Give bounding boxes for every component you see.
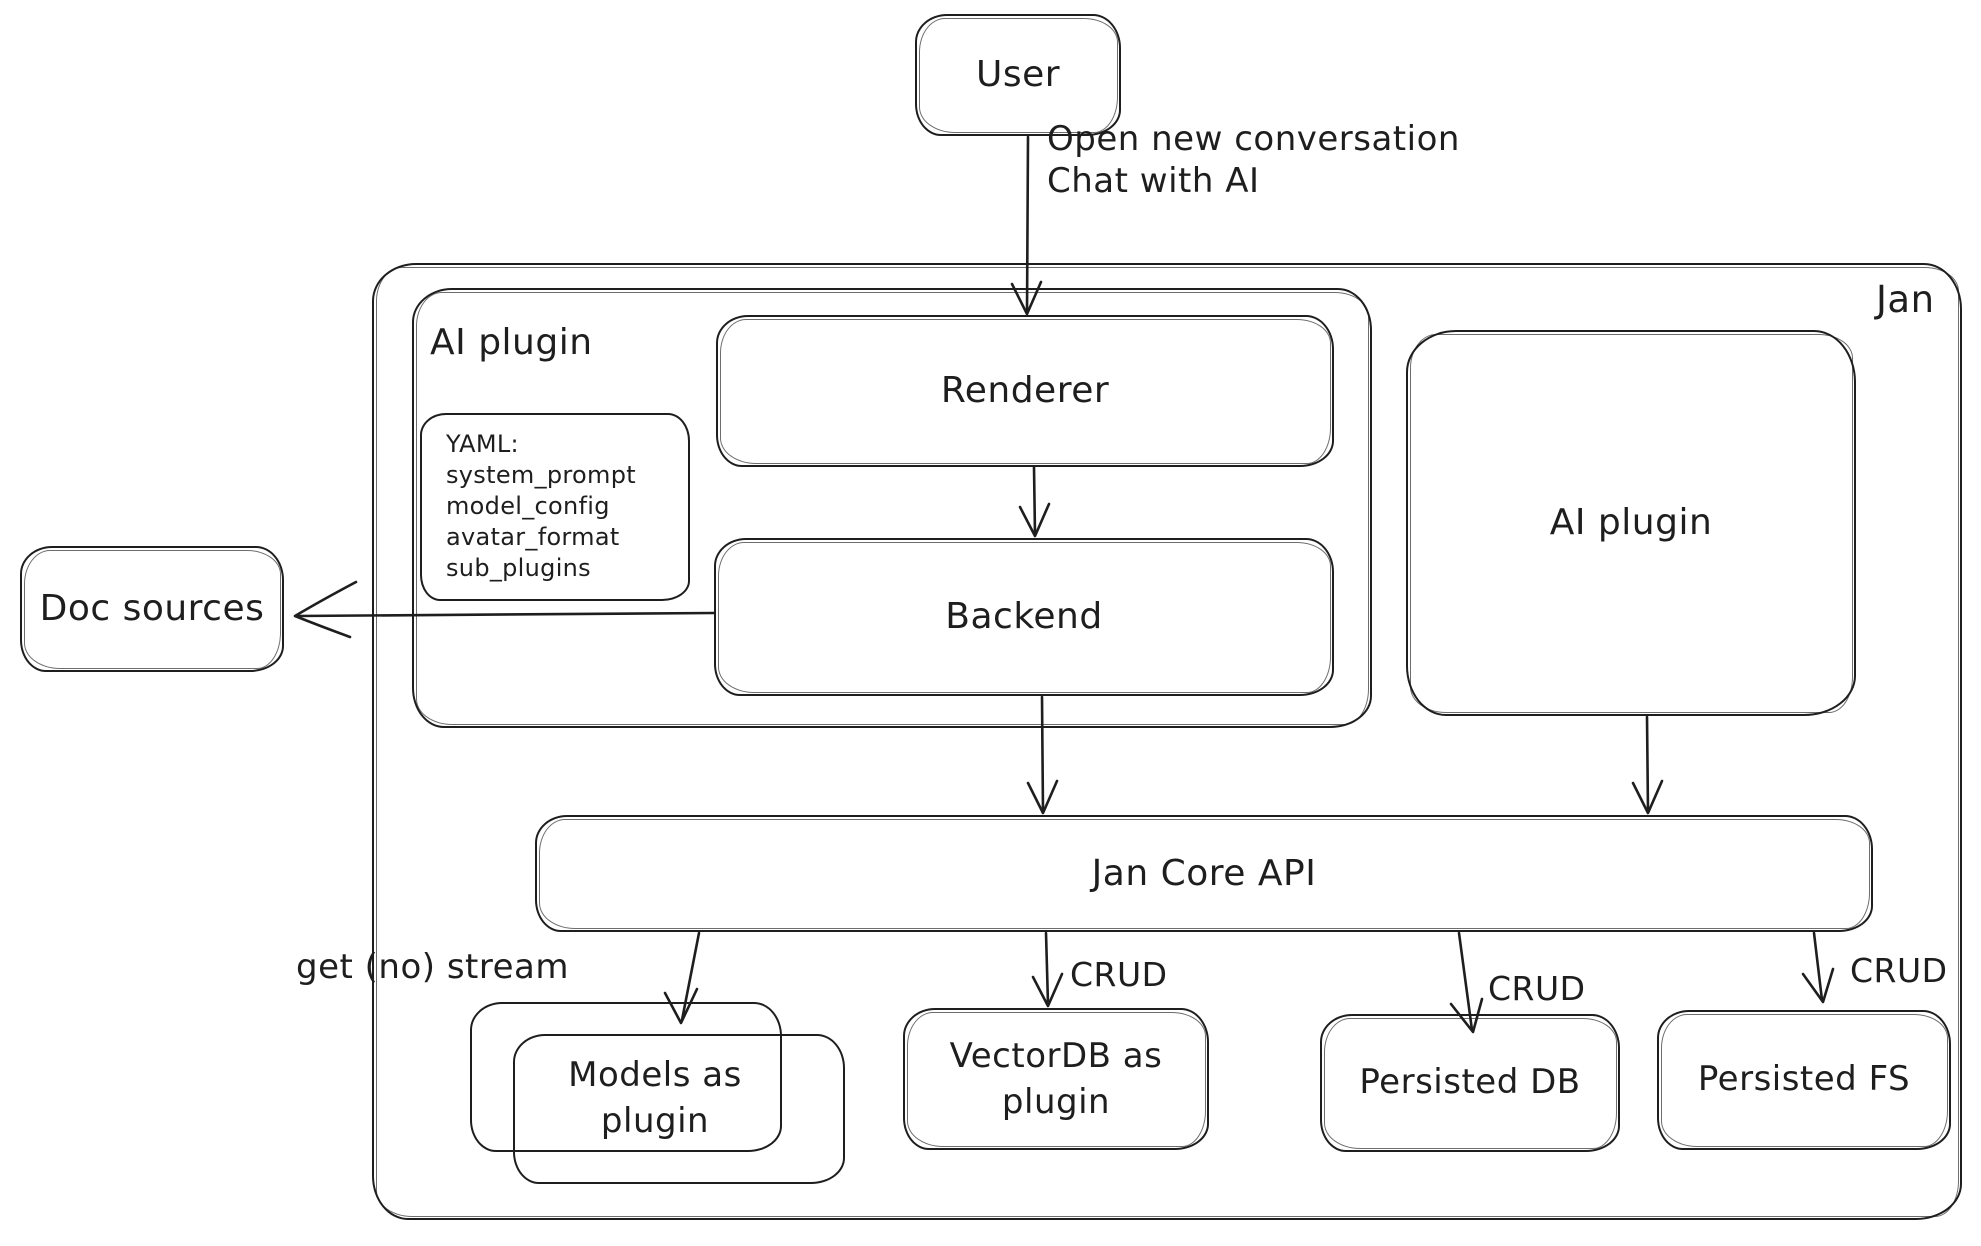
edge-label-crud-vectordb: CRUD (1070, 955, 1168, 994)
arrowhead-backend-to-doc-sources (293, 580, 358, 639)
yaml-note-line: model_config (446, 492, 610, 520)
yaml-note-line: YAML: (446, 430, 519, 458)
backend-label: Backend (945, 596, 1103, 638)
yaml-note: YAML: system_prompt model_config avatar_… (420, 413, 690, 601)
edge-label-open-conversation: Open new conversation Chat with AI (1047, 118, 1460, 202)
jan-label: Jan (1876, 278, 1935, 321)
persisted-db-label: Persisted DB (1359, 1062, 1581, 1103)
renderer-node: Renderer (716, 315, 1334, 467)
yaml-note-line: avatar_format (446, 523, 620, 551)
ai-plugin-group-label: AI plugin (430, 322, 593, 363)
models-as-plugin-front-box (513, 1034, 845, 1184)
vectordb-label-line2: plugin (1001, 1082, 1111, 1122)
models-as-plugin-back-box (470, 1002, 782, 1152)
ai-plugin-group-box (412, 288, 1372, 728)
doc-sources-node: Doc sources (20, 546, 284, 672)
edge-label-crud-persisted-db: CRUD (1488, 969, 1586, 1008)
yaml-note-line: system_prompt (446, 461, 636, 489)
renderer-label: Renderer (940, 370, 1110, 412)
user-label: User (975, 54, 1061, 96)
edge-label-crud-persisted-fs: CRUD (1850, 951, 1948, 990)
persisted-fs-label: Persisted FS (1697, 1059, 1911, 1100)
jan-container-box (372, 263, 1962, 1220)
jan-core-api-label: Jan Core API (1091, 852, 1317, 894)
edge-label-line1: Open new conversation (1047, 119, 1460, 159)
user-node: User (915, 14, 1121, 136)
vectordb-label: VectorDB as plugin (950, 1033, 1163, 1125)
yaml-note-line: sub_plugins (446, 554, 591, 582)
vectordb-node: VectorDB as plugin (903, 1008, 1209, 1150)
persisted-db-node: Persisted DB (1320, 1014, 1620, 1152)
vectordb-label-line1: VectorDB as (949, 1036, 1163, 1076)
ai-plugin-right-node: AI plugin (1406, 330, 1856, 716)
jan-core-api-node: Jan Core API (535, 815, 1873, 932)
backend-node: Backend (714, 538, 1334, 696)
ai-plugin-right-label: AI plugin (1549, 502, 1713, 544)
doc-sources-label: Doc sources (39, 588, 265, 630)
edge-label-get-no-stream: get (no) stream (296, 947, 569, 987)
edge-label-line2: Chat with AI (1047, 161, 1260, 201)
persisted-fs-node: Persisted FS (1657, 1010, 1951, 1150)
